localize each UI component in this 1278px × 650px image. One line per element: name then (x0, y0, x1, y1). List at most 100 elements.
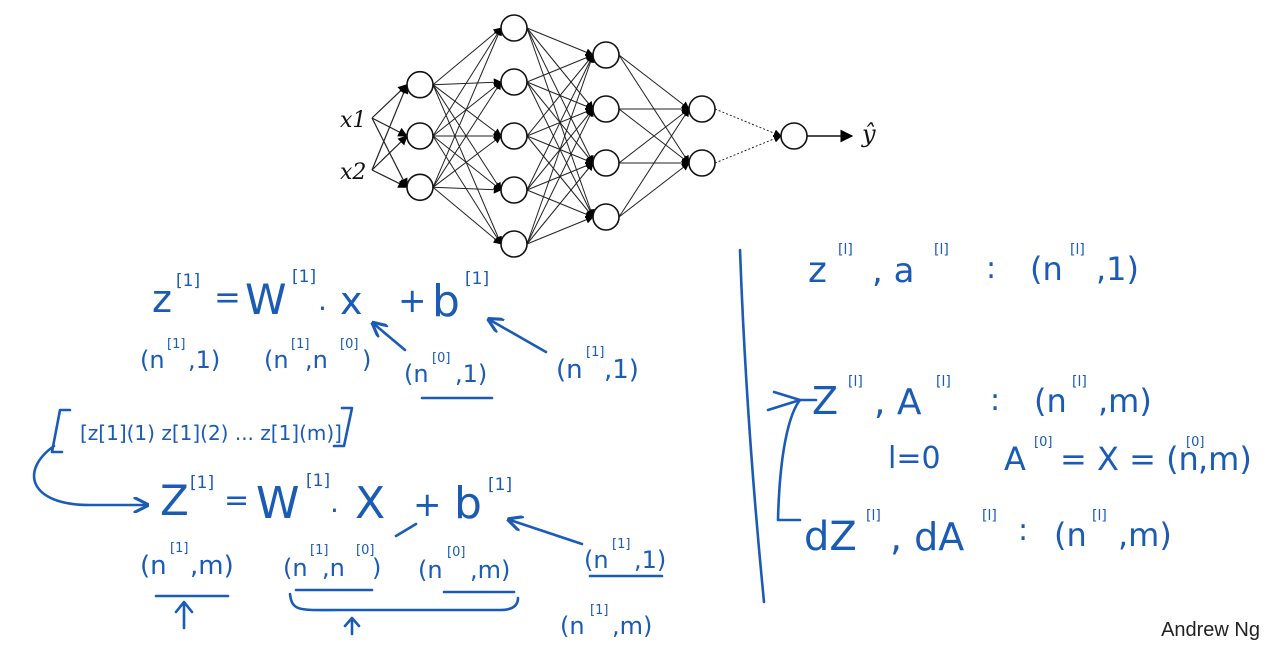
edge-l1-4-0 (526, 54, 595, 245)
dim2-z: (n (140, 551, 167, 581)
r3-dim-tail: ,m) (1198, 440, 1252, 478)
stack-left-bracket (50, 408, 72, 454)
eq1-z-sup: [1] (176, 271, 200, 291)
node-layer4-2 (688, 149, 716, 177)
r1-z: z (808, 250, 827, 291)
node-layer1-1 (406, 70, 434, 99)
equation-z1-vectorized: Z [1] = W [1] · X + b [1] (32, 444, 512, 529)
dim2-w-mid: ,n (322, 554, 345, 582)
node-layer2-1 (500, 14, 528, 42)
r2-Z-sup: [l] (848, 374, 863, 390)
edge-l0-1-4 (432, 135, 502, 245)
dim2-w: (n (283, 554, 308, 582)
eq2-dot: · (330, 494, 339, 527)
eq1-b: b (432, 276, 460, 327)
edge-input-1-1 (371, 135, 408, 171)
neural-network-diagram (371, 14, 854, 258)
stack-row: [z[1](1) z[1](2) ... z[1](m)] (50, 406, 354, 454)
node-layer1-2 (406, 122, 434, 150)
eq2-b-sup: [1] (488, 475, 512, 495)
r2-colon: : (990, 383, 1000, 418)
dim2-bcast-tail: ,m) (612, 612, 652, 640)
edge-input-1-0 (371, 83, 409, 171)
eq1-equals: = (214, 278, 241, 316)
arrow-b-dim (490, 320, 548, 354)
eq1-x: x (340, 279, 363, 323)
edge-l2-3-0 (618, 108, 690, 218)
edge-l0-2-0 (432, 27, 502, 188)
edge-l0-0-3 (432, 84, 502, 191)
dim1-x-sup: [0] (432, 351, 450, 366)
dim1-z-sup: [1] (167, 337, 185, 352)
edge-l1-4-2 (526, 162, 594, 245)
author-credit: Andrew Ng (1161, 619, 1260, 641)
edge-l3-0-0 (714, 108, 782, 137)
right-notes: z [l] , a [l] : (n [l] ,1) Z [l] , A [l]… (766, 242, 1252, 560)
node-layer5-1 (780, 122, 808, 150)
dim2-bcast: (n (560, 612, 585, 640)
edge-l0-1-0 (432, 27, 502, 137)
dim1-w-sup2: [0] (340, 337, 358, 352)
dim1-x: (n (404, 360, 429, 388)
eq2-plus: + (413, 485, 442, 525)
node-layer2-2 (500, 68, 528, 96)
eq2-Z: Z (160, 476, 189, 525)
right-row-1: z [l] , a [l] : (n [l] ,1) (808, 242, 1139, 291)
node-layer2-3 (500, 122, 528, 150)
edge-l0-1-1 (432, 81, 502, 137)
edge-l1-3-0 (526, 54, 594, 191)
r2-dim: (n (1034, 382, 1067, 420)
input-label-x1: x1 (340, 108, 366, 133)
r4-dim: (n (1054, 516, 1087, 554)
dim2-bcast-sup: [1] (590, 603, 608, 618)
edge-l0-2-2 (432, 135, 502, 188)
r4-dZ-sup: [l] (866, 508, 881, 524)
eq1-dot: · (318, 292, 327, 325)
edge-input-0-0 (371, 84, 408, 119)
edge-l0-2-3 (432, 185, 502, 194)
dim1-z-tail: ,1) (188, 346, 220, 374)
arrow-b-dim2 (510, 520, 584, 546)
node-layer3-2 (592, 95, 620, 123)
dimensions-row-1: (n [1] ,1) (n [1] ,n [0] ) (n [0] ,1) (n… (140, 337, 639, 388)
right-bracket-arrow (766, 390, 802, 412)
output-label-yhat: ŷ (861, 120, 876, 148)
r3-l0: l=0 (888, 441, 941, 476)
r1-a: , a (872, 251, 914, 291)
r3-dim-sup: [0] (1186, 435, 1204, 450)
dim2-b-tail: ,1) (634, 546, 666, 574)
right-row-3: l=0 A [0] = X = (n [0] ,m) (888, 435, 1252, 478)
dim1-w-mid: ,n (305, 346, 328, 374)
node-layer1-3 (406, 173, 434, 202)
right-bracket (776, 398, 818, 522)
r4-dZ: dZ (804, 514, 857, 560)
eq1-b-sup: [1] (465, 269, 489, 289)
r4-dim-sup: [l] (1092, 508, 1107, 524)
dim2-x-tail: ,m) (470, 556, 510, 584)
edge-l0-0-4 (432, 84, 502, 245)
stack-right-bracket (332, 406, 354, 448)
up-arrow-Z-dim (174, 600, 194, 630)
r2-A: , A (874, 382, 922, 423)
node-layer3-4 (592, 203, 620, 231)
eq2-b: b (454, 478, 482, 529)
dim1-b: (n (556, 355, 583, 385)
eq1-w: W (245, 275, 287, 324)
edge-l1-0-0 (526, 27, 594, 56)
edge-l0-2-1 (432, 81, 502, 188)
dim1-b-sup: [1] (586, 345, 604, 360)
edge-l1-2-0 (526, 54, 594, 137)
dim2-x: (n (418, 556, 443, 584)
r3-A: A (1004, 440, 1026, 478)
r4-dA: , dA (890, 515, 964, 559)
eq1-plus: + (398, 281, 427, 321)
dim1-x-tail: ,1) (455, 360, 487, 388)
r1-dim-tail: ,1) (1096, 250, 1139, 288)
node-layer2-5 (500, 230, 528, 258)
dim1-b-tail: ,1) (604, 355, 639, 385)
dim2-b: (n (584, 546, 609, 574)
r4-dim-tail: ,m) (1118, 516, 1172, 554)
vertical-divider (738, 248, 766, 604)
r4-colon: : (1018, 513, 1028, 548)
